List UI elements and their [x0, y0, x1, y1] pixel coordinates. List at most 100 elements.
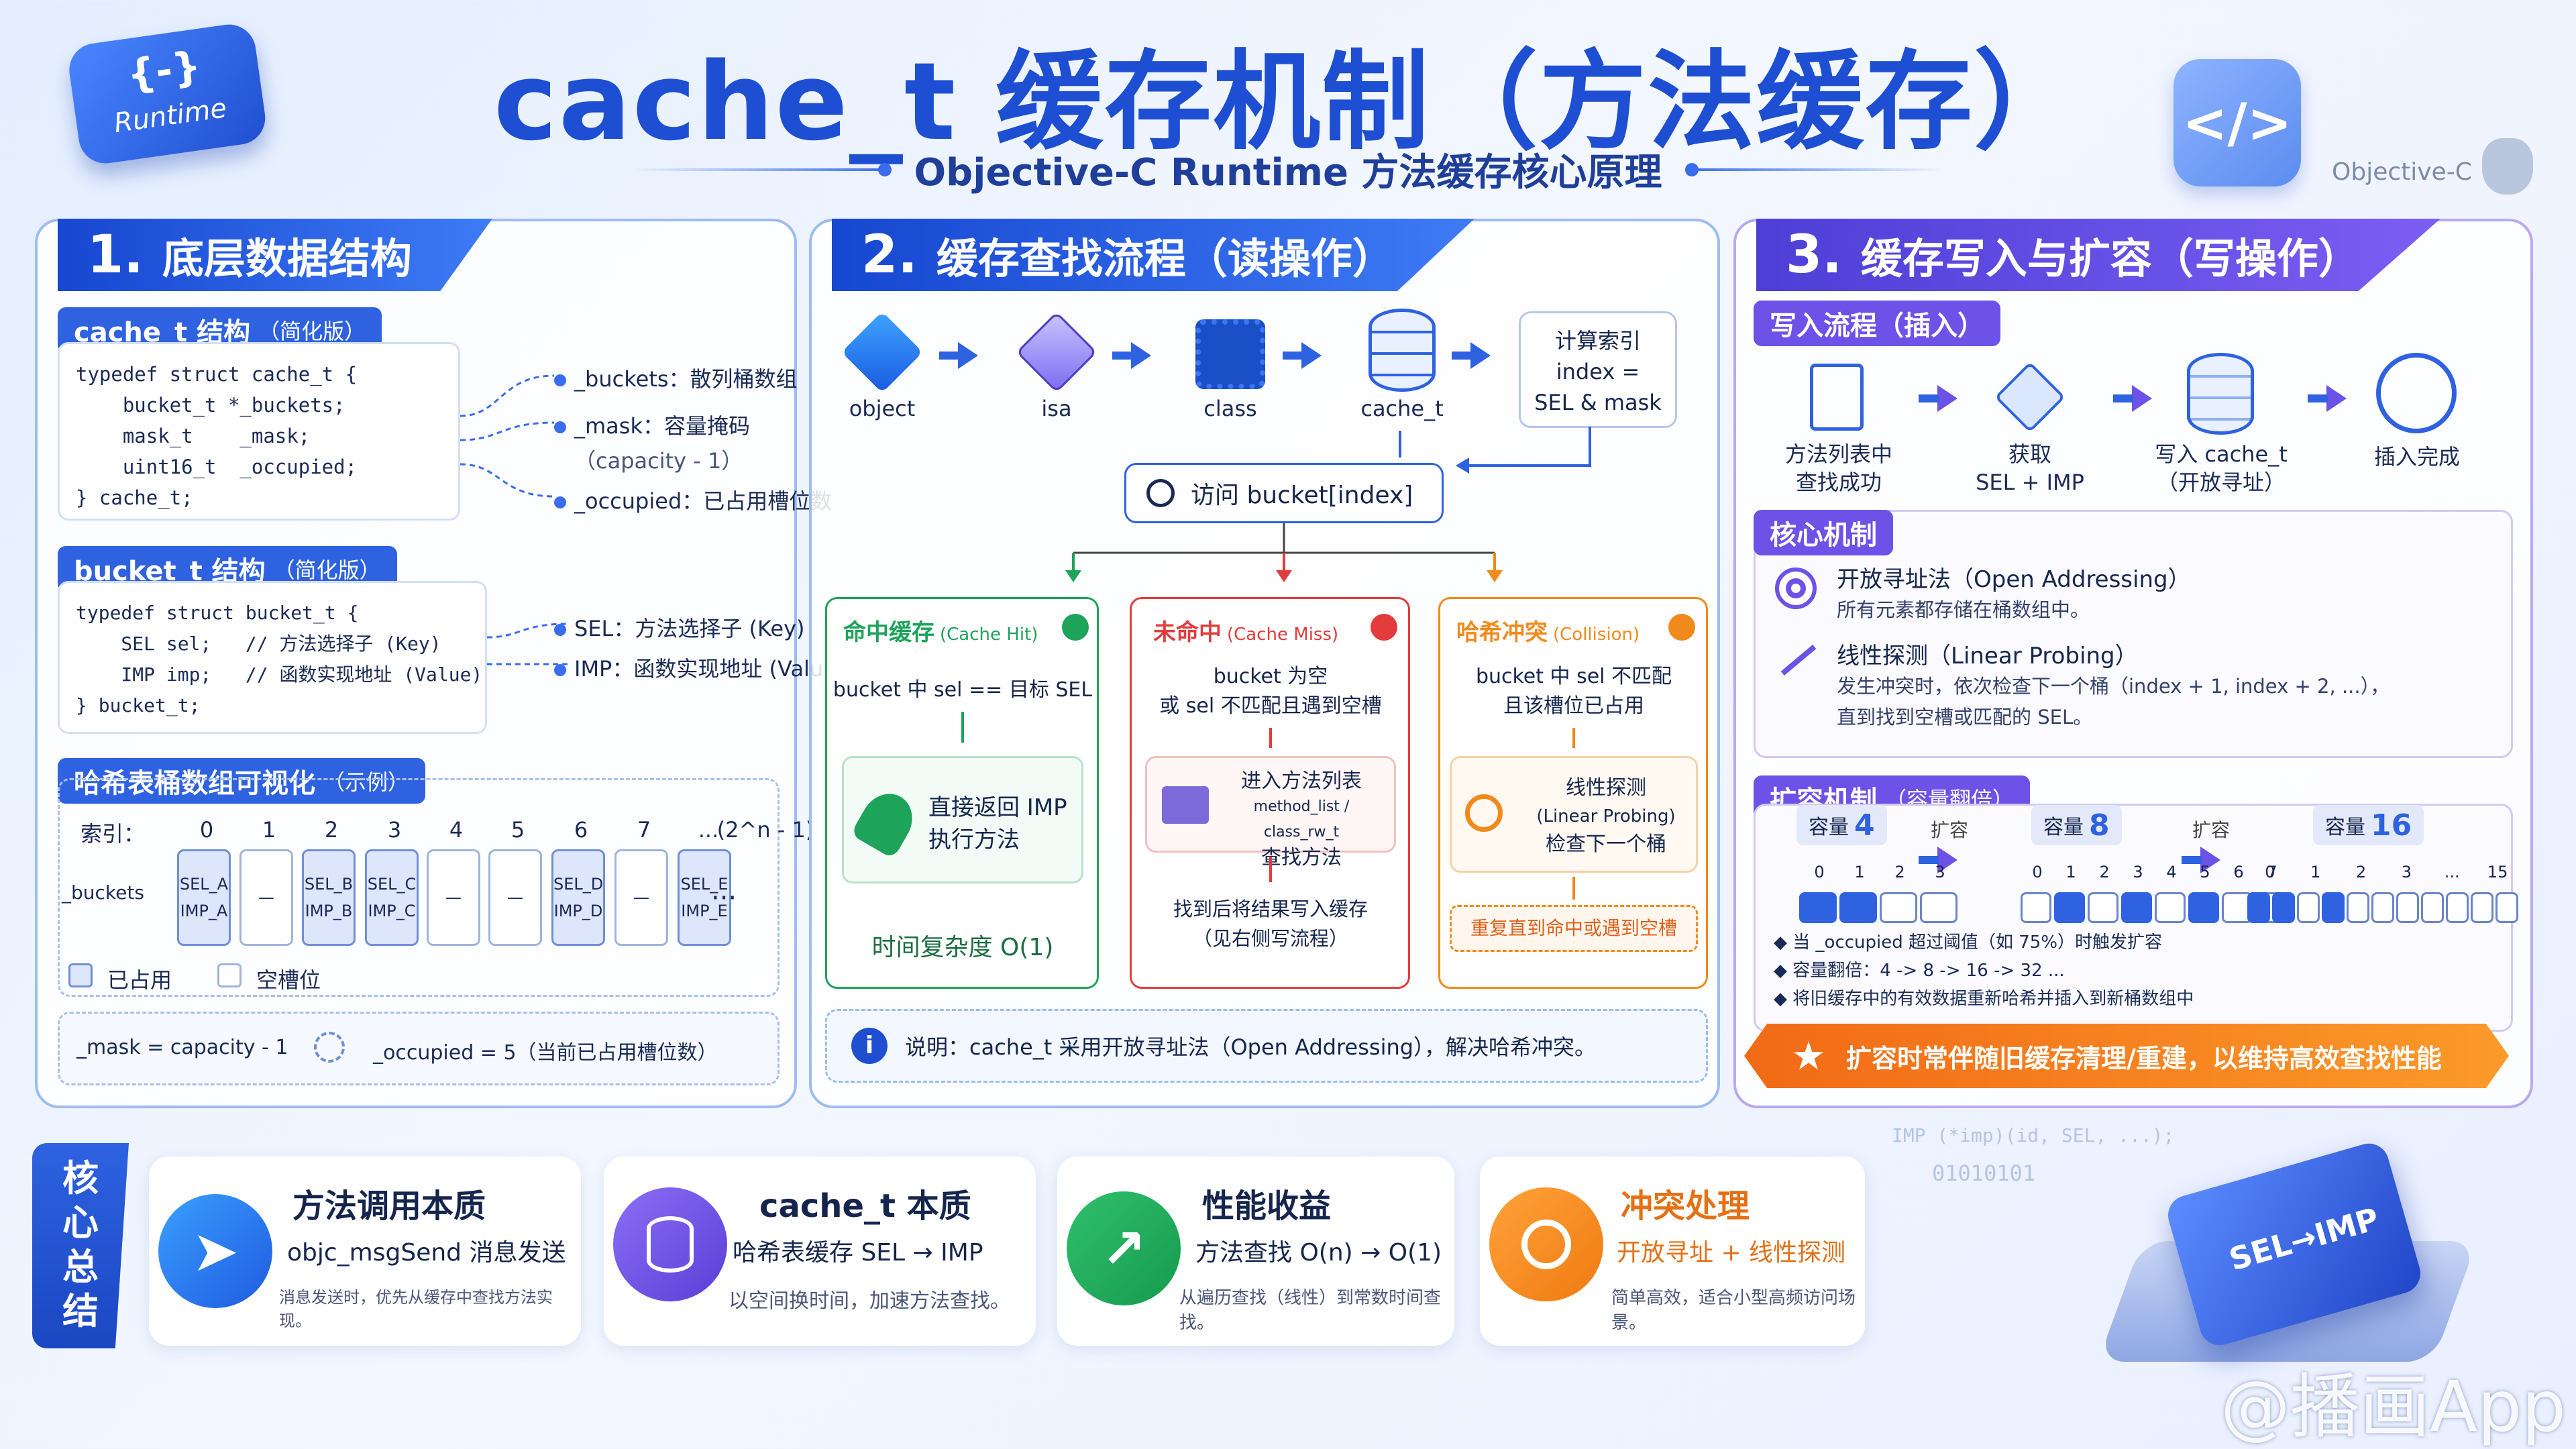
bucket-cell: —	[614, 849, 668, 946]
tag-sub: （简化版）	[258, 319, 366, 344]
cap-label: 容量	[1809, 816, 1849, 839]
calc-expr-2: SEL & mask	[1534, 390, 1662, 415]
objc-label: Objective-C	[2332, 158, 2472, 186]
bullet-dot	[554, 374, 566, 386]
mech2-title: 线性探测（Linear Probing）	[1837, 643, 2138, 669]
mask-equation: _mask = capacity - 1	[76, 1036, 288, 1059]
hit-action-line: 执行方法	[928, 826, 1020, 853]
capacity-index: 3	[2133, 863, 2143, 881]
index-label-item: 0	[199, 817, 214, 843]
index-label: 索引：	[80, 821, 146, 847]
banner-text: 扩容时常伴随旧缓存清理/重建，以维持高效查找性能	[1846, 1043, 2442, 1073]
capacity-index: 0	[2265, 863, 2275, 881]
occupied-equation: _occupied = 5（当前已占用槽位数）	[373, 1041, 718, 1065]
section-title: 底层数据结构	[162, 234, 412, 283]
cache-miss-card: 未命中(Cache Miss) bucket 为空 或 sel 不匹配且遇到空槽…	[1130, 597, 1410, 989]
bucket-struct-code: typedef struct bucket_t { SEL sel; // 方法…	[58, 581, 487, 734]
note-buckets: _buckets：散列桶数组	[554, 362, 798, 393]
connector-lines	[460, 374, 555, 498]
expand-banner: ★ 扩容时常伴随旧缓存清理/重建，以维持高效查找性能	[1744, 1024, 2509, 1088]
folder-icon	[1162, 786, 1209, 824]
code-logo-icon: </>	[2174, 59, 2301, 186]
bullet-dot	[554, 496, 566, 508]
capacity-index: 2	[2355, 863, 2367, 881]
arrow-right-icon	[1919, 847, 1957, 873]
calc-title: 计算索引	[1554, 328, 1641, 354]
arrow-right-icon	[1112, 342, 1151, 369]
expand-label-2: 扩容	[2192, 819, 2231, 841]
step-object: object	[849, 396, 916, 421]
capacity-slot	[2021, 892, 2051, 923]
subtitle-row: Objective-C Runtime 方法缓存核心原理	[0, 142, 2576, 197]
visit-bucket-box: 访问 bucket[index]	[1124, 463, 1444, 523]
cap-label: 容量	[2043, 816, 2084, 839]
runtime-logo: {-} Runtime	[51, 6, 285, 189]
capacity-slot	[1920, 892, 1957, 923]
arrow-right-icon	[2113, 385, 2152, 412]
info-icon: i	[851, 1028, 888, 1064]
mask-summary-box	[58, 1012, 780, 1085]
arrow-right-icon	[939, 342, 978, 369]
capacity-index: 6	[2233, 863, 2244, 881]
step-cache-t: cache_t	[1360, 396, 1444, 421]
hash-table-frame	[58, 778, 780, 997]
arrow-right-icon	[2308, 385, 2347, 412]
expand-bullets: ◆ 当 _occupied 超过阈值（如 75%）时触发扩容 ◆ 容量翻倍：4 …	[1774, 928, 2194, 1013]
mech1-title: 开放寻址法（Open Addressing）	[1837, 566, 2191, 593]
bullet: ◆ 当 _occupied 超过阈值（如 75%）时触发扩容	[1774, 932, 2163, 953]
capacity-slot	[1839, 892, 1877, 923]
miss-title-text: 未命中	[1153, 619, 1222, 646]
section-number: 2.	[861, 225, 918, 285]
check-circle-icon	[1062, 614, 1089, 641]
miss-title: 未命中(Cache Miss)	[1153, 614, 1338, 647]
miss-action-line: method_list / class_rw_t	[1253, 798, 1350, 841]
index-label-item: 5	[511, 817, 525, 843]
note-text: _mask：容量掩码	[574, 413, 750, 439]
miss-action-box: 进入方法列表 method_list / class_rw_t 查找方法	[1145, 756, 1396, 869]
watermark: @播画App	[2220, 1366, 2567, 1448]
capacity-index: 5	[2200, 863, 2210, 881]
index-label-item: 1	[262, 817, 276, 843]
bucket-cell-text: IMP_E	[681, 902, 728, 920]
card-title: 方法调用本质	[292, 1187, 486, 1225]
miss-condition: bucket 为空 或 sel 不匹配且遇到空槽	[1132, 662, 1409, 721]
card-desc: 以空间换时间，加速方法查找。	[729, 1289, 1010, 1313]
class-chip-icon	[1195, 319, 1265, 389]
bucket-cell: —	[427, 849, 480, 946]
arrow-right-icon	[2182, 847, 2220, 873]
branch-arrows	[1065, 523, 1503, 582]
bucket-cell-text: SEL_C	[367, 875, 417, 894]
index-label-item: (2^n - 1)	[716, 817, 814, 843]
cap-value: 16	[2371, 808, 2412, 843]
miss-footer-line: 找到后将结果写入缓存	[1173, 898, 1368, 920]
bullet-dot	[554, 664, 566, 676]
arrow-down-icon	[1572, 728, 1575, 748]
capacity-index: ...	[2444, 863, 2460, 881]
collision-condition-line: bucket 中 sel 不匹配	[1475, 665, 1672, 688]
collision-title: 哈希冲突(Collision)	[1456, 614, 1640, 647]
bucket-cell-text: IMP_A	[180, 902, 228, 920]
bucket-cell-text: IMP_B	[305, 902, 353, 920]
legend-empty: 空槽位	[256, 967, 321, 993]
capacity-slot	[2297, 892, 2320, 923]
summary-card-2: cache_t 本质 哈希表缓存 SEL → IMP 以空间换时间，加速方法查找…	[604, 1157, 1036, 1346]
bullet-text: 当 _occupied 超过阈值（如 75%）时触发扩容	[1792, 932, 2163, 953]
card-desc: 从遍历查找（线性）到常数时间查找。	[1179, 1288, 1442, 1333]
section-data-structure: 1. 底层数据结构 cache_t 结构（简化版） typedef struct…	[35, 219, 845, 1108]
write-flow-tag: 写入流程（插入）	[1754, 301, 2000, 346]
database-icon	[2187, 353, 2254, 435]
collision-condition: bucket 中 sel 不匹配 且该槽位已占用	[1440, 662, 1707, 721]
index-label-item: 3	[387, 817, 402, 843]
database-icon	[613, 1187, 727, 1301]
cache-struct-code: typedef struct cache_t { bucket_t *_buck…	[58, 342, 460, 521]
collision-action-line: 检查下一个桶	[1546, 833, 1666, 856]
capacity-slot	[2155, 892, 2186, 923]
object-cube-icon	[841, 311, 923, 393]
collision-action-line: 线性探测	[1566, 776, 1646, 800]
hit-action-line: 直接返回 IMP	[928, 794, 1067, 821]
refresh-icon	[314, 1032, 345, 1063]
